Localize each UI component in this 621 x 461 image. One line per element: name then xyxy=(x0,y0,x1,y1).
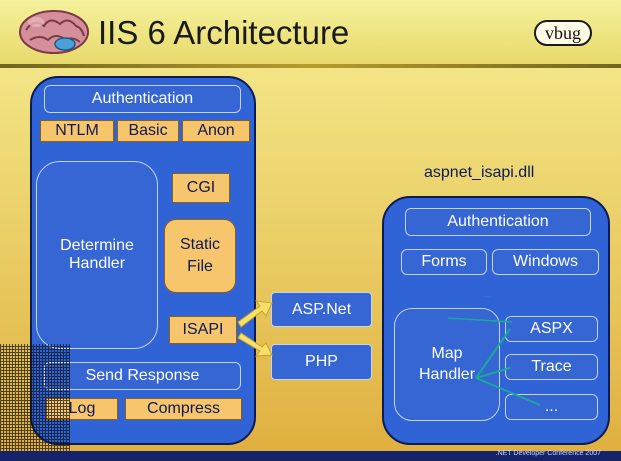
aspnet-isapi-label: aspnet_isapi.dll xyxy=(424,164,535,181)
send-response-box: Send Response xyxy=(44,362,241,390)
compress-box: Compress xyxy=(125,398,242,420)
iis-authentication-box: Authentication xyxy=(44,85,241,113)
map-to-ellipsis-connector xyxy=(475,377,541,406)
title-bar xyxy=(0,0,621,66)
map-to-aspx-connector xyxy=(475,328,511,379)
isapi-to-php-arrow xyxy=(237,332,273,357)
php-extension-box: PHP xyxy=(271,344,372,380)
windows-box: Windows xyxy=(492,249,599,275)
isapi-box: ISAPI xyxy=(169,316,237,344)
cgi-box: CGI xyxy=(172,173,230,203)
brain-icon xyxy=(19,10,89,54)
auth-ntlm: NTLM xyxy=(40,120,114,142)
trace-handler-box: Trace xyxy=(505,354,598,380)
auth-basic: Basic xyxy=(117,120,179,142)
isapi-to-aspnet-arrow xyxy=(237,300,273,328)
dither-pattern xyxy=(0,344,70,461)
vbug-logo: vbug xyxy=(534,20,592,46)
map-handler-box: Map Handler xyxy=(394,308,500,421)
forms-box: Forms xyxy=(401,249,487,275)
title-underline xyxy=(0,64,621,68)
svg-text:vbug: vbug xyxy=(545,23,581,43)
ellipsis-handler-box: ... xyxy=(505,394,598,420)
footer-text: .NET Developer Conference 2007 xyxy=(495,450,601,457)
aspnet-extension-box: ASP.Net xyxy=(271,292,372,327)
map-to-trace-connector xyxy=(475,367,511,379)
static-file-box: Static File xyxy=(164,219,236,293)
top-connector xyxy=(447,317,513,323)
ellipsis-top: ... xyxy=(483,289,491,299)
footer-bar xyxy=(0,451,621,461)
slide-title: IIS 6 Architecture xyxy=(98,14,350,51)
auth-anon: Anon xyxy=(182,120,250,142)
determine-handler-box: Determine Handler xyxy=(36,161,158,349)
aspnet-authentication-box: Authentication xyxy=(405,208,591,236)
aspx-handler-box: ASPX xyxy=(505,316,598,342)
